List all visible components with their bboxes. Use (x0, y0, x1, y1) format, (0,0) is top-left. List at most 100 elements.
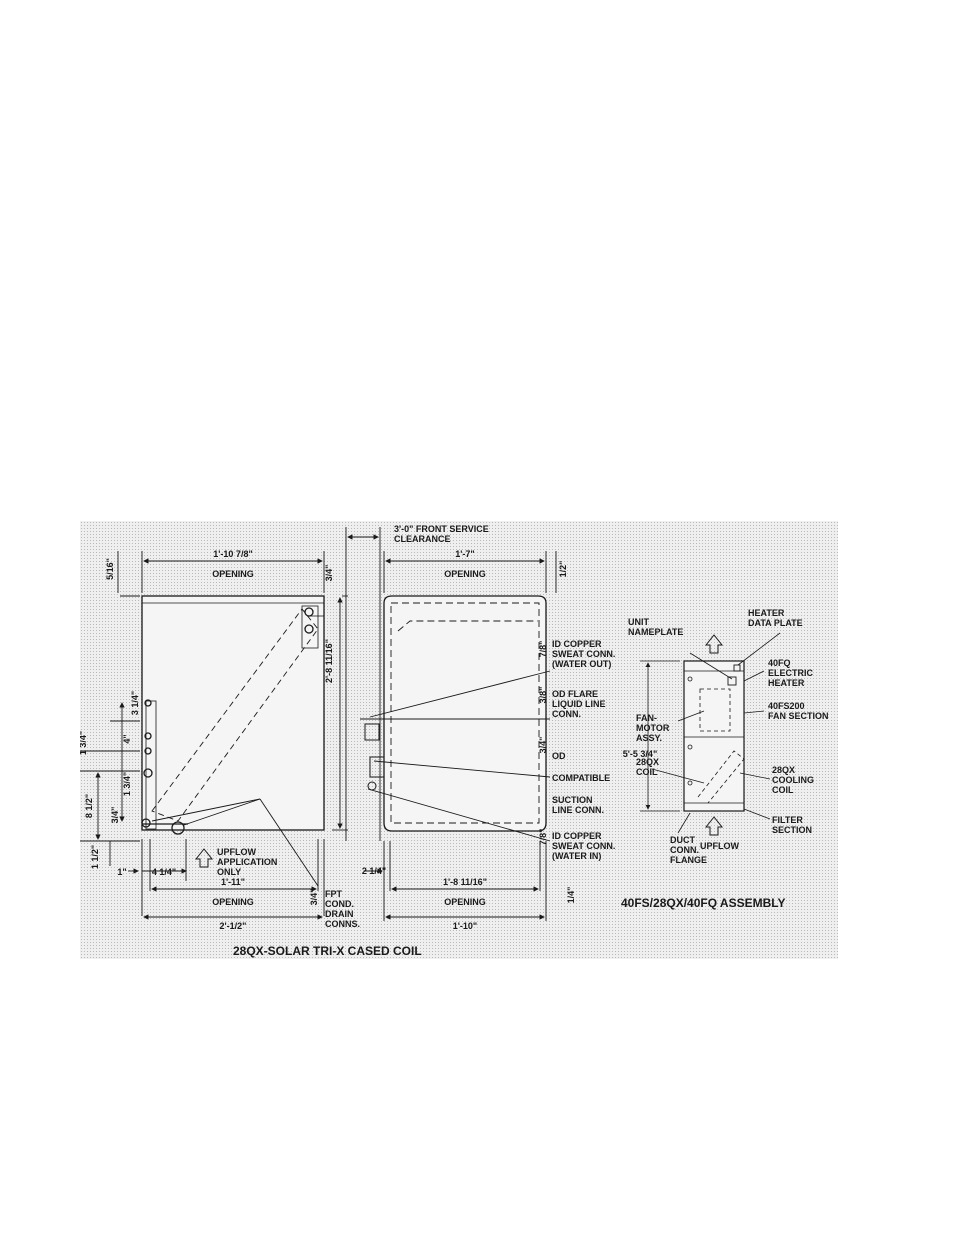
left-overall-width: 2'-1/2" (220, 921, 247, 931)
left-right-offset: 3/4" (324, 565, 334, 582)
duct-line1: DUCT (670, 835, 695, 845)
upflow-note-1: UPFLOW (217, 847, 256, 857)
fan-motor-line1: FAN- (636, 713, 657, 723)
filter-line1: FILTER (772, 815, 803, 825)
right-overall-width: 1'-10" (453, 921, 477, 931)
right-bottom-width: 1'-8 11/16" (443, 877, 487, 887)
right-top-width: 1'-7" (455, 549, 474, 559)
nameplate-line1: UNIT (628, 617, 649, 627)
fitting-suction (369, 756, 385, 778)
conn-1-line2: SWEAT CONN. (552, 649, 615, 659)
technical-drawing: 1'-10 7/8" OPENING 5/16" 3/4" 2'-8 11/16… (80, 524, 829, 958)
side-dim-4: 8 1/2" (84, 794, 94, 818)
right-cabinet-outline (383, 595, 547, 832)
assembly-height: 5'-5 3/4" (623, 749, 657, 759)
top-conn-1 (304, 607, 314, 617)
conn-4-line2: SWEAT CONN. (552, 841, 615, 851)
left-conn-3 (144, 747, 152, 755)
heater-plate-line1: HEATER (748, 608, 785, 618)
fan-section-line2: FAN SECTION (768, 711, 829, 721)
heater-line2: ELECTRIC (768, 668, 814, 678)
coil-line1: 28QX (636, 757, 659, 767)
assembly-upflow-arrow-icon (704, 816, 724, 836)
nameplate-box (733, 664, 741, 672)
fan-motor-line3: ASSY. (636, 733, 662, 743)
right-view-labels: 1'-7" OPENING 1/2" 1'-8 11/16" OPENING 1… (362, 549, 576, 931)
figure-caption: 28QX-SOLAR TRI-X CASED COIL (233, 944, 422, 958)
assembly-caption: 40FS/28QX/40FQ ASSEMBLY (621, 896, 786, 910)
left-bottom-width: 1'-11" (221, 877, 245, 887)
conn-4-size: 7/8" (538, 829, 548, 846)
side-dim-5: 1 3/4" (122, 772, 132, 796)
conn-3-line2: COMPATIBLE (552, 773, 610, 783)
drain-note-2: COND. (325, 899, 354, 909)
conn-3-line1: OD (552, 751, 566, 761)
conn-4-line3: (WATER IN) (552, 851, 601, 861)
drain-note-4: CONNS. (325, 919, 360, 929)
heater-line3: HEATER (768, 678, 805, 688)
coil-line2: COIL (636, 767, 658, 777)
conn-2-line3: CONN. (552, 709, 581, 719)
right-top-offset: 1/2" (558, 561, 568, 578)
right-bottom-opening: OPENING (444, 897, 486, 907)
conn-1-line3: (WATER OUT) (552, 659, 611, 669)
assembly-upflow-label: UPFLOW (700, 841, 739, 851)
left-top-fitting (301, 605, 319, 649)
top-conn-2 (304, 624, 314, 634)
heater-data-plate-box (727, 676, 737, 686)
conn-1-line1: ID COPPER (552, 639, 602, 649)
left-cabinet-outline (141, 595, 325, 831)
cooling-coil-line1: 28QX (772, 765, 795, 775)
conn-4-line1: ID COPPER (552, 831, 602, 841)
side-dim-7: 1 1/2" (90, 845, 100, 869)
left-bottom-opening: OPENING (212, 897, 254, 907)
drain-size: 3/4" (309, 889, 319, 906)
conn-2-size: 3/8" (538, 687, 548, 704)
drain-conn-2 (171, 821, 185, 835)
drain-note-1: FPT (325, 889, 343, 899)
left-view (141, 595, 325, 887)
fitting-water-in (367, 781, 377, 791)
assembly-labels: 5'-5 3/4" UNIT NAMEPLATE HEATER DATA PLA… (621, 608, 829, 910)
cooling-coil-line2: COOLING (772, 775, 814, 785)
conn-3-line4: LINE CONN. (552, 805, 604, 815)
right-view (360, 595, 551, 842)
assembly-coil-outline (697, 750, 745, 804)
conn-3-size: 3/4" (538, 737, 548, 754)
left-top-width: 1'-10 7/8" (213, 549, 252, 559)
right-bottom-dim: 1/4" (566, 887, 576, 904)
upflow-arrow-icon (194, 848, 214, 868)
side-dim-3: 4" (122, 734, 132, 743)
left-edge-dim: 1" (117, 867, 126, 877)
cooling-coil-line3: COIL (772, 785, 794, 795)
left-conn-2 (144, 732, 152, 740)
front-service-line1: 3'-0" FRONT SERVICE (394, 524, 489, 534)
right-top-opening: OPENING (444, 569, 486, 579)
drain-conn-1 (141, 818, 151, 828)
conn-3-line3: SUCTION (552, 795, 593, 805)
left-top-offset: 5/16" (105, 558, 115, 580)
nameplate-line2: NAMEPLATE (628, 627, 683, 637)
left-conn-4 (143, 768, 153, 778)
heater-plate-line2: DATA PLATE (748, 618, 803, 628)
left-conn-1 (144, 699, 152, 707)
left-height: 2'-8 11/16" (324, 639, 334, 683)
left-inset-dim: 4 1/4" (152, 867, 176, 877)
side-dim-6: 3/4" (110, 807, 120, 824)
conn-2-line2: LIQUID LINE (552, 699, 606, 709)
right-coil-outline (390, 602, 540, 824)
conn-2-line1: OD FLARE (552, 689, 598, 699)
connection-callouts: 7/8" ID COPPER SWEAT CONN. (WATER OUT) 3… (538, 639, 615, 861)
side-dim-2: 1 3/4" (80, 731, 88, 755)
left-view-labels: 1'-10 7/8" OPENING 5/16" 3/4" 2'-8 11/16… (80, 549, 360, 931)
fan-section-line1: 40FS200 (768, 701, 805, 711)
fitting-water-out (364, 723, 380, 741)
side-dim-1: 3 1/4" (130, 691, 140, 715)
fan-motor-box (699, 688, 731, 732)
assembly-top-arrow-icon (704, 634, 724, 654)
upflow-note-2: APPLICATION (217, 857, 277, 867)
front-service-line2: CLEARANCE (394, 534, 451, 544)
drawing-panel: 1'-10 7/8" OPENING 5/16" 3/4" 2'-8 11/16… (80, 521, 838, 959)
duct-line2: CONN. (670, 845, 699, 855)
upflow-note-3: ONLY (217, 867, 241, 877)
